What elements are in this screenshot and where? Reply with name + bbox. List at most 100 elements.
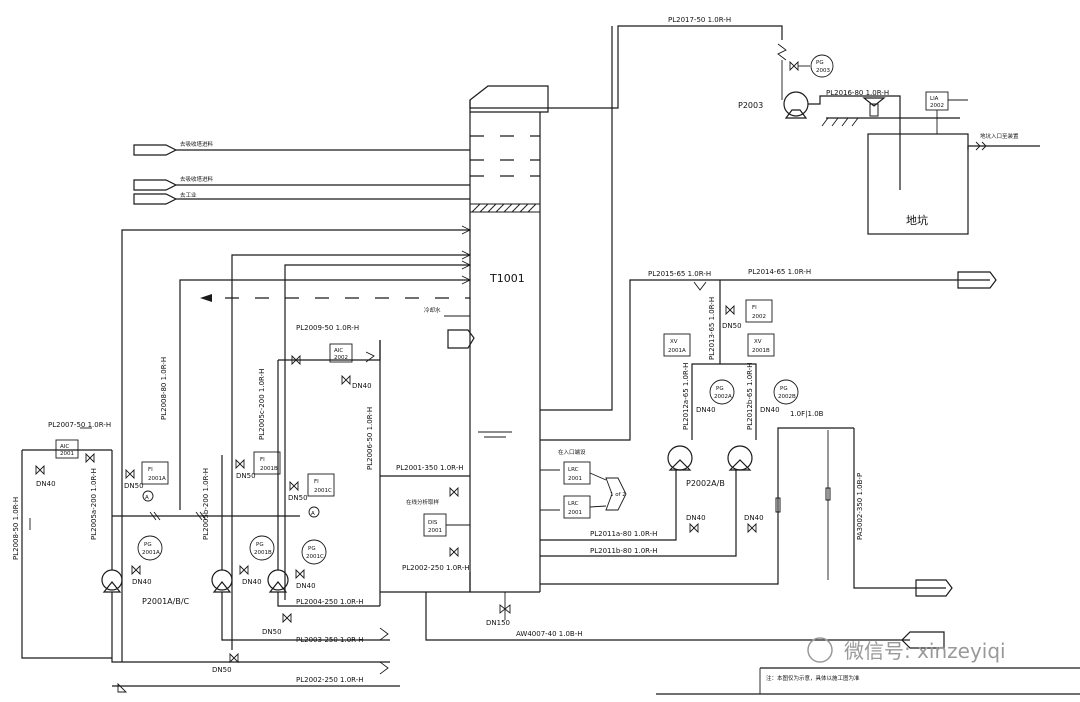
dn40-g: DN40 <box>760 406 780 414</box>
line-pl2016: PL2016-80 1.0R-H <box>826 89 889 97</box>
pump-p2003-label: P2003 <box>738 101 763 110</box>
line-pa3002: PA3002-350 1.0B-P <box>856 473 864 540</box>
lrc2001b-num: 2001 <box>568 510 582 516</box>
fi2002-num: 2002 <box>752 314 766 320</box>
fi2001a-tag: FI <box>148 467 153 473</box>
svg-text:冷却水: 冷却水 <box>424 306 441 314</box>
a-marker-1: A <box>145 495 149 501</box>
aic2001-num: 2001 <box>60 451 74 457</box>
xv2001a-num: 2001A <box>668 348 686 354</box>
line-pl2006: PL2006-50 1.0R-H <box>366 407 374 470</box>
fi2001b-tag: FI <box>260 457 265 463</box>
la2002-tag: LIA <box>930 96 939 102</box>
pg2003-num: 2003 <box>816 68 830 74</box>
pg2001c-tag: PG <box>308 546 316 552</box>
dn40-d: DN40 <box>296 582 316 590</box>
fi2001b-num: 2001B <box>260 466 278 472</box>
aic2002-num: 2002 <box>334 355 348 361</box>
svg-text:地坑入口至装置: 地坑入口至装置 <box>980 132 1019 140</box>
aic2002-tag: AIC <box>334 348 343 354</box>
tower-t1001: T1001 DN150 <box>447 85 549 627</box>
lrc2001-num: 2001 <box>568 476 582 482</box>
line-pl2011b: PL2011b-80 1.0R-H <box>590 547 658 555</box>
fi2001c-tag: FI <box>314 479 319 485</box>
aic2002-loop: PL2009-50 1.0R-H AIC 2002 DN40 PL2006-50… <box>278 324 381 470</box>
line-pl2009: PL2009-50 1.0R-H <box>296 324 359 332</box>
dn40-f: DN40 <box>696 406 716 414</box>
line-pl2005b: PL2005b-200 1.0R-H <box>202 468 210 540</box>
one-of-two: 1 of 2 <box>610 492 626 498</box>
line-pl2012a: PL2012a-65 1.0R-H <box>682 363 690 430</box>
line-pl2002-bottom: PL2002-250 1.0R-H <box>296 676 364 684</box>
lrc-block: LRC 2001 LRC 2001 1 of 2 在入口端设 <box>540 448 627 519</box>
la2002-num: 2002 <box>930 103 944 109</box>
line-pl2001: PL2001-350 1.0R-H <box>396 464 464 472</box>
xv2001b-tag: XV <box>754 339 762 345</box>
pg2001c-num: 2001C <box>306 554 324 560</box>
pg2003-tag: PG <box>816 60 824 66</box>
dn40-e: DN40 <box>352 382 372 390</box>
line-pl2007: PL2007-50 1.0R-H <box>48 421 111 429</box>
pg2001a-num: 2001A <box>142 550 160 556</box>
xv2001b-num: 2001B <box>752 348 770 354</box>
dn150-label: DN150 <box>486 619 510 627</box>
line-pl2008-left: PL2008-50 1.0R-H <box>12 497 20 560</box>
pg2002b-num: 2002B <box>778 394 796 400</box>
line-pl2002: PL2002-250 1.0R-H <box>402 564 470 572</box>
aic2001-tag: AIC <box>60 444 69 450</box>
line-aw4007: AW4007-40 1.0B-H <box>516 630 583 638</box>
pg2001a-tag: PG <box>144 542 152 548</box>
pump-p2002-label: P2002A/B <box>686 479 725 488</box>
pumps-p2001: P2001A/B/C PL2005a-200 1.0R-H PL2005b-20… <box>12 340 400 693</box>
lrc2001-tag: LRC <box>568 467 579 473</box>
line-pl2013: PL2013-65 1.0R-H <box>708 297 716 360</box>
dn50-d: DN50 <box>262 628 282 636</box>
a-marker-2: A <box>311 511 315 517</box>
tower-bottom: PL2001-350 1.0R-H PL2002-250 1.0R-H DIS … <box>380 464 945 649</box>
svg-text:注：本图仅为示意，具体以施工图为准: 注：本图仅为示意，具体以施工图为准 <box>766 674 860 682</box>
pg2002a-tag: PG <box>716 386 724 392</box>
lrc2001b-tag: LRC <box>568 501 579 507</box>
line-pl2017: PL2017-50 1.0R-H <box>668 16 731 24</box>
line-pl2004: PL2004-250 1.0R-H <box>296 598 364 606</box>
dn40-i: DN40 <box>744 514 764 522</box>
fi2001c-num: 2001C <box>314 488 332 494</box>
tower-label: T1001 <box>489 272 525 285</box>
tower-feed-lines: 去吸收塔进料 去吸收塔进料 去工业 冷却水 <box>121 140 472 662</box>
dn50-a: DN50 <box>124 482 144 490</box>
fi2001a-num: 2001A <box>148 476 166 482</box>
pump-p2001-label: P2001A/B/C <box>142 597 190 606</box>
line-lof: 1.0F|1.0B <box>790 410 824 418</box>
svg-text:去工业: 去工业 <box>180 191 197 199</box>
pumps-p2002: PL2015-65 1.0R-H PL2014-65 1.0R-H P2002A… <box>540 26 997 597</box>
line-pl2014: PL2014-65 1.0R-H <box>748 268 811 276</box>
dis2001-tag: DIS <box>428 520 438 526</box>
line-pl2005c: PL2005c-200 1.0R-H <box>258 369 266 440</box>
dn40-b: DN40 <box>132 578 152 586</box>
watermark: 微信号: xinzeyiqi <box>807 637 1006 663</box>
dn50-f: DN50 <box>722 322 742 330</box>
line-pl2015: PL2015-65 1.0R-H <box>648 270 711 278</box>
svg-text:在线分析取样: 在线分析取样 <box>406 498 440 506</box>
pit-label: 地坑 <box>906 213 928 227</box>
line-pl2005a: PL2005a-200 1.0R-H <box>90 468 98 540</box>
dn40-a: DN40 <box>36 480 56 488</box>
pg2002a-num: 2002A <box>714 394 732 400</box>
dn40-c: DN40 <box>242 578 262 586</box>
dn40-h: DN40 <box>686 514 706 522</box>
line-pl2008: PL2008-80 1.0R-H <box>160 357 168 420</box>
line-pl2012b: PL2012b-65 1.0R-H <box>746 362 754 430</box>
xv2001a-tag: XV <box>670 339 678 345</box>
title-strip: 注：本图仅为示意，具体以施工图为准 <box>656 667 1080 695</box>
watermark-text: 微信号: xinzeyiqi <box>844 639 1006 663</box>
dn50-c: DN50 <box>288 494 308 502</box>
pg2002b-tag: PG <box>780 386 788 392</box>
svg-text:去吸收塔进料: 去吸收塔进料 <box>180 175 214 183</box>
dn50-b: DN50 <box>236 472 256 480</box>
fi2002-tag: FI <box>752 305 757 311</box>
svg-text:在入口端设: 在入口端设 <box>558 448 586 456</box>
dis2001-num: 2001 <box>428 528 442 534</box>
line-pl2011a: PL2011a-80 1.0R-H <box>590 530 657 538</box>
svg-text:去吸收塔进料: 去吸收塔进料 <box>180 140 214 148</box>
